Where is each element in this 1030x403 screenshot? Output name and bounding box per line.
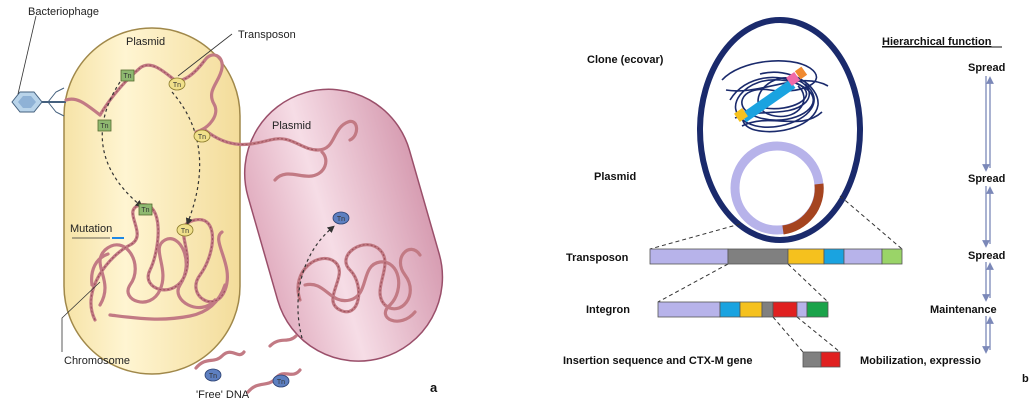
label-bacteriophage: Bacteriophage [28, 6, 99, 18]
label-transposon: Transposon [238, 29, 296, 41]
tn-marker: Tn [139, 204, 152, 215]
label-plasmid: Plasmid [594, 171, 636, 183]
svg-text:Tn: Tn [198, 134, 206, 141]
tn-marker: Tn [121, 70, 134, 81]
tn-marker: Tn [169, 78, 185, 90]
label-plasmid-recipient: Plasmid [272, 120, 311, 132]
label-insertion-sequence: Insertion sequence and CTX-M gene [563, 355, 752, 367]
clone-cell-outline [700, 20, 860, 240]
svg-text:Tn: Tn [277, 379, 285, 386]
label-mutation: Mutation [70, 223, 112, 235]
tn-marker: Tn [177, 224, 193, 236]
label-plasmid-donor: Plasmid [126, 36, 165, 48]
svg-text:Tn: Tn [123, 73, 131, 80]
donor-cell [64, 28, 240, 374]
tn-marker: Tn [273, 375, 289, 387]
function-spread-plasmid: Spread [968, 173, 1005, 185]
svg-text:Tn: Tn [173, 82, 181, 89]
integron-bar [658, 302, 828, 317]
label-transposon-b: Transposon [566, 252, 629, 264]
hierarchical-function-header: Hierarchical function [882, 36, 992, 48]
recipient-cell [225, 69, 463, 381]
insertion-sequence-bar [803, 352, 840, 367]
svg-text:Tn: Tn [181, 228, 189, 235]
transposon-bar [650, 249, 902, 264]
tn-marker: Tn [333, 212, 349, 224]
panel-b: Clone (ecovar) Plasmid Transposon Integr… [563, 20, 1029, 385]
function-spread-transposon: Spread [968, 250, 1005, 262]
panel-letter-a: a [430, 380, 438, 395]
svg-text:Tn: Tn [209, 373, 217, 380]
function-spread-clone: Spread [968, 62, 1005, 74]
tn-marker: Tn [194, 130, 210, 142]
label-clone: Clone (ecovar) [587, 54, 664, 66]
tn-marker: Tn [205, 369, 221, 381]
svg-text:Tn: Tn [337, 216, 345, 223]
label-chromosome: Chromosome [64, 355, 130, 367]
svg-text:Tn: Tn [141, 207, 149, 214]
panel-a: Tn Tn Tn Tn Tn Tn Tn Tn [12, 6, 462, 401]
function-maintenance: Maintenance [930, 304, 997, 316]
label-integron: Integron [586, 304, 630, 316]
label-free-dna: 'Free' DNA [196, 389, 250, 401]
panel-letter-b: b [1022, 373, 1029, 385]
tn-marker: Tn [98, 120, 111, 131]
svg-text:Tn: Tn [100, 123, 108, 130]
function-mobilization: Mobilization, expressio [860, 355, 981, 367]
